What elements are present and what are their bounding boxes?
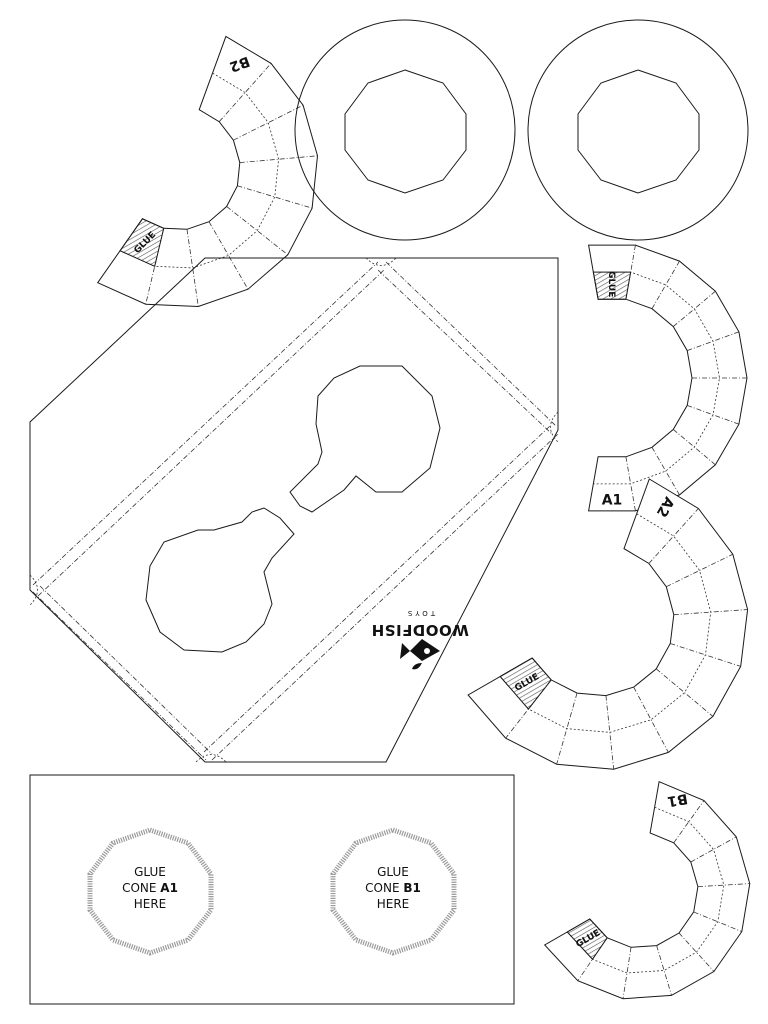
cone-outline	[588, 244, 748, 512]
cone-outline	[543, 780, 751, 1000]
glue-tab	[566, 918, 608, 961]
brand-name: WOODFISH	[371, 621, 469, 639]
fish-logo-icon	[400, 639, 440, 670]
keyhole-cutout-upper	[289, 365, 441, 513]
piece-label: A1	[602, 492, 623, 508]
piece-label: B2	[227, 53, 252, 75]
glue-tab-label: GLUE	[606, 271, 616, 297]
glue-zone-b-line3: HERE	[377, 897, 410, 911]
box-net: WOODFISH TOYS	[29, 257, 559, 763]
keyhole-cutout-lower	[145, 507, 295, 653]
brand-tagline: TOYS	[405, 609, 436, 617]
glue-zone-a1	[87, 827, 214, 956]
glue-zone-b-line1: GLUE	[377, 865, 409, 879]
glue-tab	[119, 218, 165, 267]
woodfish-logo: WOODFISH TOYS	[371, 609, 469, 670]
base-board: GLUE CONE A1 HERE GLUE CONE B1 HERE	[29, 774, 515, 1005]
glue-zone-b1	[330, 827, 457, 956]
cone-outline	[96, 35, 319, 308]
cone-piece-a1: GLUE A1	[588, 244, 748, 512]
glue-zone-b-line2: CONE B1	[365, 881, 421, 895]
ring-piece-right	[527, 19, 749, 241]
glue-zone-a-line2: CONE A1	[122, 881, 178, 895]
glue-tab	[499, 657, 552, 710]
ring-piece-left	[294, 19, 516, 241]
glue-tab	[592, 271, 632, 300]
glue-zone-a-line1: GLUE	[134, 865, 166, 879]
glue-zone-a-line3: HERE	[134, 897, 167, 911]
piece-label: B1	[666, 790, 689, 809]
